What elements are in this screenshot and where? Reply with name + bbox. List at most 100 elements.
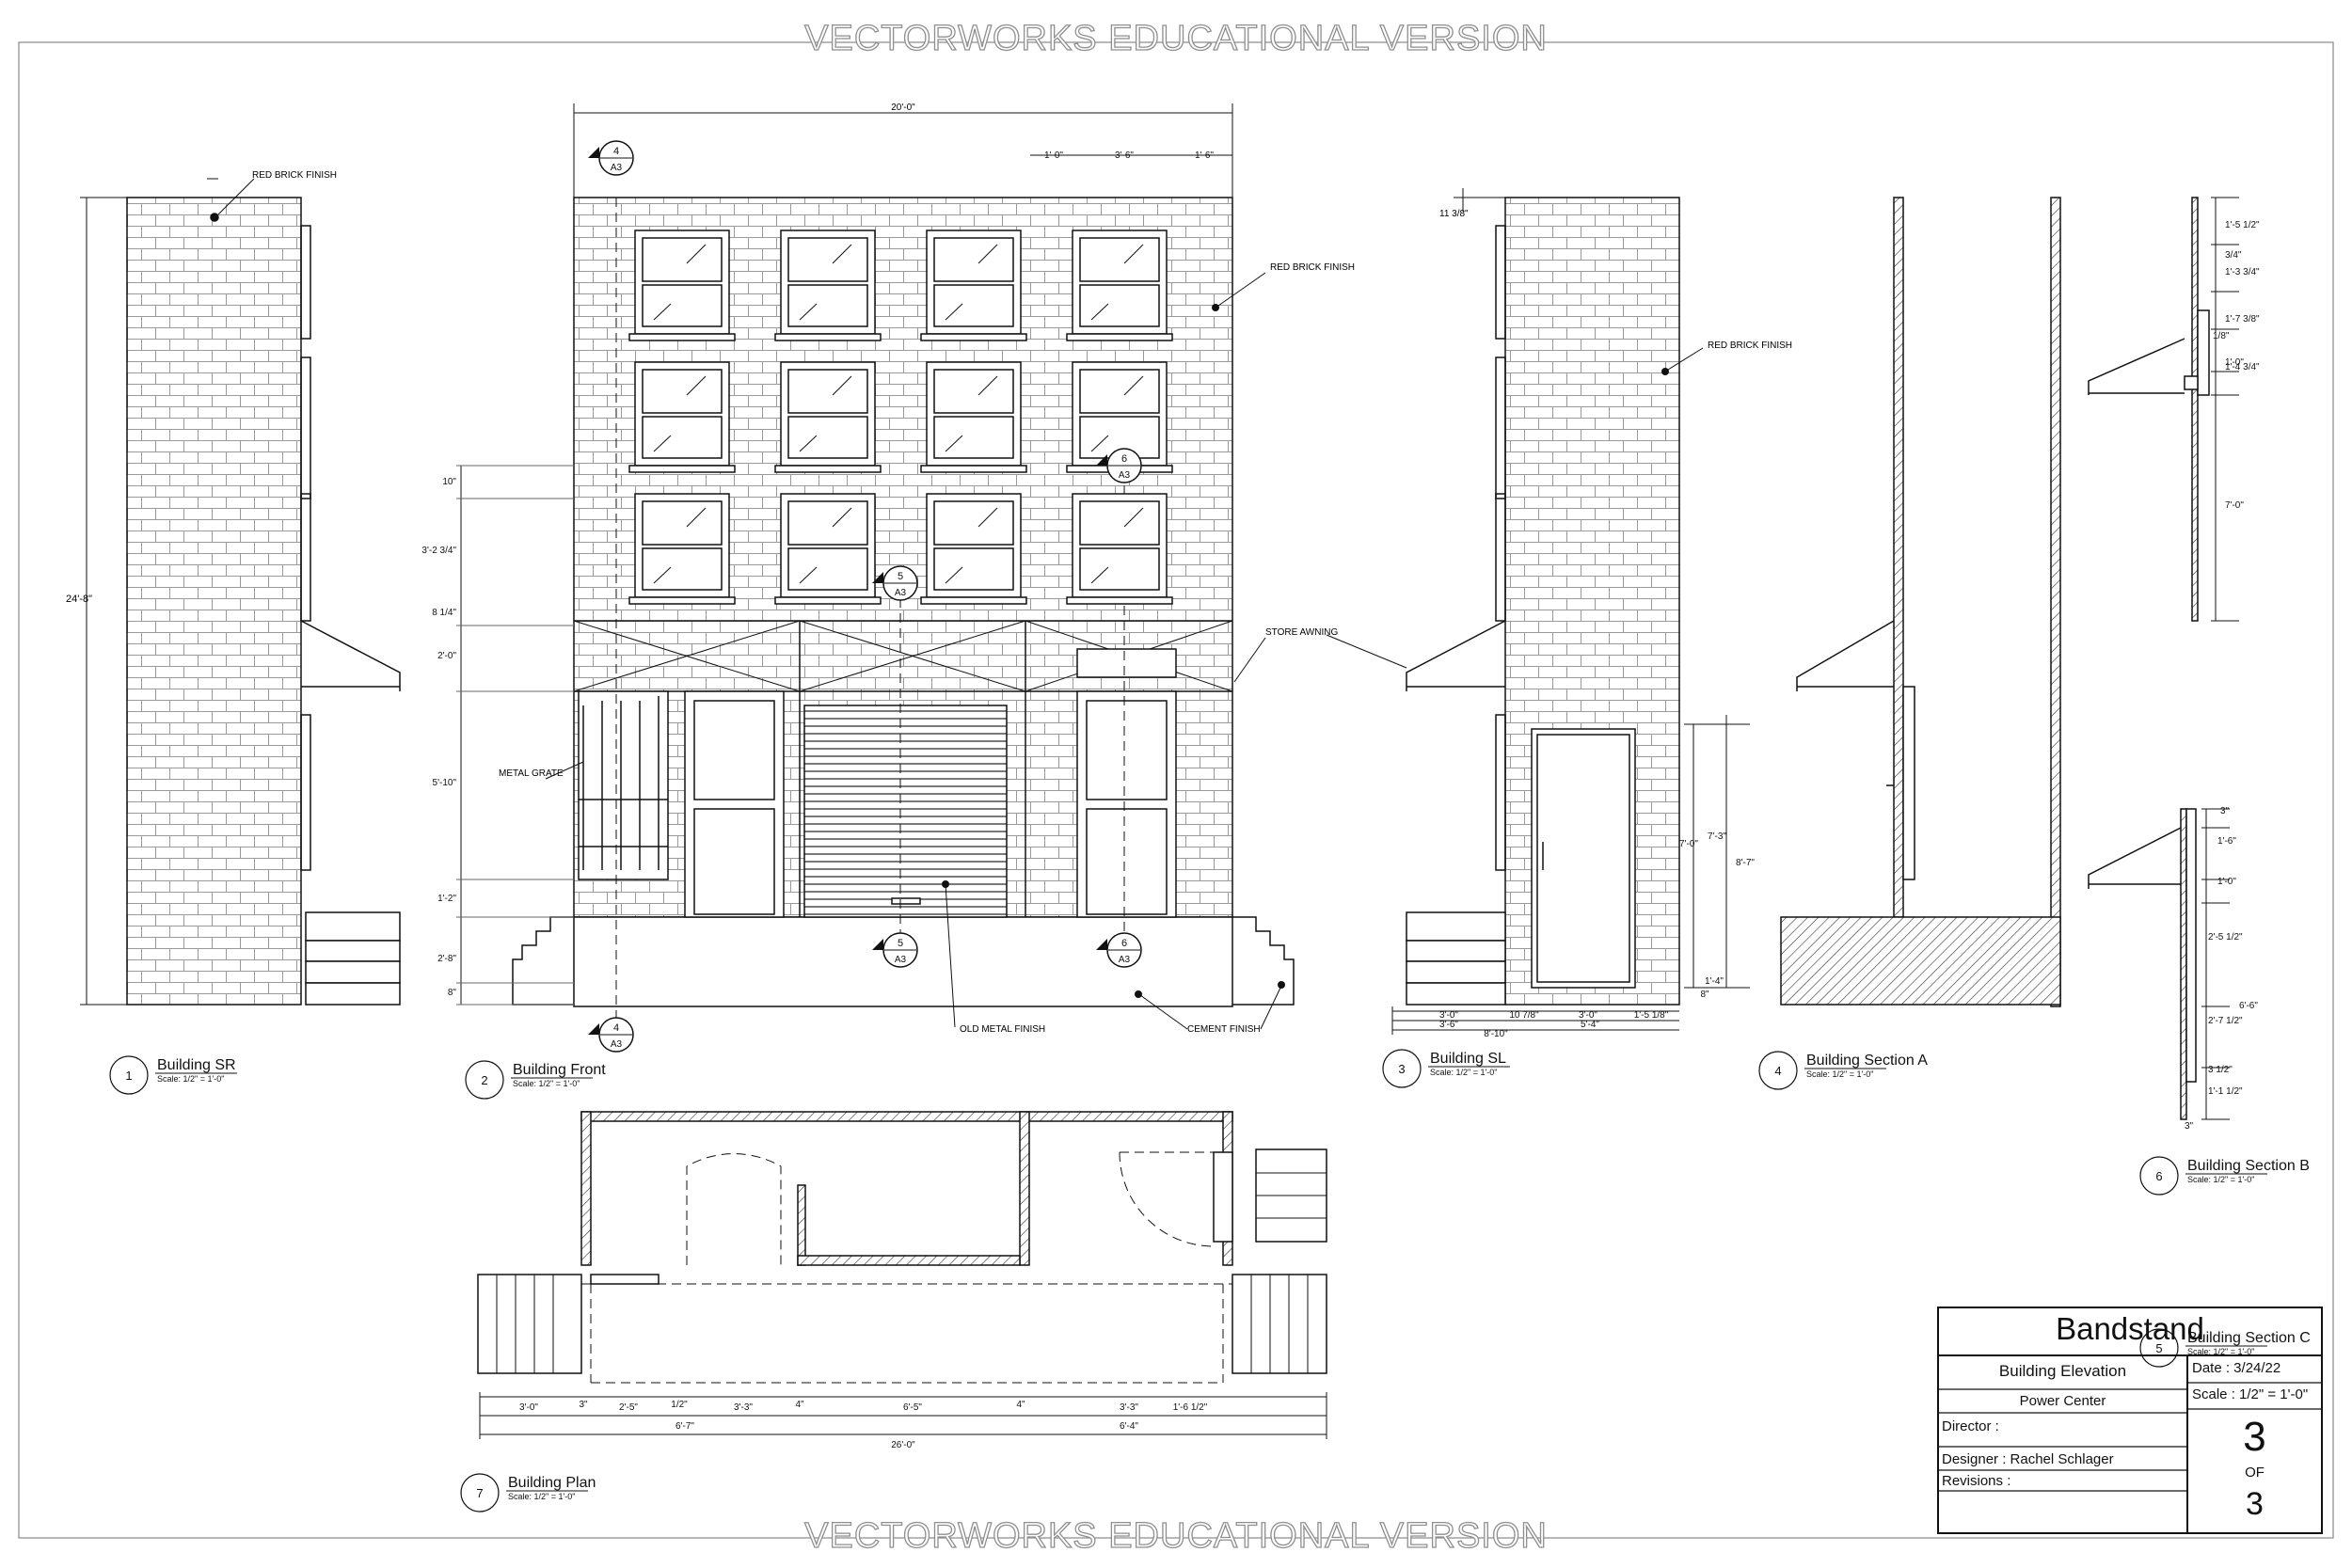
plan-dim: 2'-5": [619, 1402, 638, 1413]
section-b-dim: 1'-1 1/2": [2208, 1086, 2243, 1097]
section-b-dim: 6'-6": [2239, 1001, 2258, 1011]
view-scale: Scale: 1/2" = 1'-0": [2187, 1347, 2254, 1356]
building-section-a: [1780, 197, 2061, 1007]
view-name: Building Front: [513, 1062, 606, 1078]
plan-dim: 6'-7": [675, 1421, 694, 1432]
view-name: Building Section B: [2187, 1158, 2310, 1174]
view-name: Building SR: [157, 1057, 236, 1073]
front-left-dim: 2'-8": [437, 954, 456, 964]
section-marker: 5A3: [872, 565, 918, 601]
front-top-dims: 1'-0"3'-6"1'-6": [1044, 150, 1214, 161]
window: [628, 230, 736, 341]
building-sl-elevation: [1391, 188, 1750, 1035]
front-width-dim: 20'-0": [891, 103, 915, 113]
section-marker-number: 6: [1121, 938, 1127, 949]
window: [774, 493, 882, 605]
sl-right-dim: 8": [1700, 990, 1709, 1000]
view-scale: Scale: 1/2" = 1'-0": [513, 1079, 580, 1088]
plan-dim: 6'-5": [903, 1402, 922, 1413]
window: [920, 361, 1027, 473]
cement-finish-label: CEMENT FINISH: [1187, 1024, 1261, 1035]
front-top-dim: 3'-6": [1115, 150, 1134, 161]
section-marker: 4A3: [588, 140, 634, 176]
view-scale: Scale: 1/2" = 1'-0": [1806, 1069, 1873, 1079]
section-b-dims: 3"1'-6"1'-0"2'-5 1/2"6'-6"2'-7 1/2"3 1/2…: [2185, 806, 2258, 1132]
front-left-dim: 8 1/4": [432, 608, 456, 618]
view-name: Building Section C: [2187, 1330, 2311, 1346]
section-marker: 6A3: [1096, 932, 1142, 968]
view-number: 7: [476, 1486, 483, 1500]
view-number: 4: [1774, 1064, 1781, 1078]
section-marker-sheet: A3: [611, 1039, 623, 1050]
plan-dim: 3": [579, 1400, 588, 1410]
view-name: Building Plan: [508, 1475, 596, 1491]
window: [920, 230, 1027, 341]
watermark-bottom: VECTORWORKS EDUCATIONAL VERSION: [803, 1515, 1548, 1556]
building-sr-elevation: [80, 178, 401, 1006]
section-marker-number: 5: [898, 571, 903, 582]
view-name: Building SL: [1430, 1051, 1506, 1067]
front-top-dim: 1'-0": [1044, 150, 1063, 161]
plan-dim: 3'-0": [519, 1402, 538, 1413]
view-name: Building Section A: [1806, 1053, 1928, 1069]
sheet-title: Building Elevation: [1998, 1362, 2127, 1380]
window: [1066, 230, 1173, 341]
sl-bottom-dim: 3'-0": [1439, 1010, 1458, 1021]
section-b-dim: 3": [2185, 1121, 2194, 1132]
view-scale: Scale: 1/2" = 1'-0": [508, 1492, 575, 1501]
view-number: 6: [2155, 1169, 2162, 1183]
window: [628, 493, 736, 605]
plan-dim: 1'-6 1/2": [1173, 1402, 1208, 1413]
section-marker-sheet: A3: [895, 955, 907, 965]
window: [774, 361, 882, 473]
revisions-field: Revisions :: [1942, 1473, 2011, 1489]
project-title: Bandstand: [2056, 1311, 2204, 1346]
front-left-dim: 8": [448, 988, 457, 998]
section-marker-number: 5: [898, 938, 903, 949]
sl-right-dim: 8'-7": [1736, 858, 1755, 868]
section-marker-number: 6: [1121, 453, 1127, 465]
plan-dims: 3'-0"3"2'-5"1/2"3'-3"4"6'-5"4"3'-3"1'-6 …: [519, 1400, 1208, 1450]
section-c-dim: 1'-5 1/2": [2225, 220, 2260, 230]
sl-top-dim: 11 3/8": [1439, 209, 1469, 219]
scale-field: Scale : 1/2" = 1'-0": [2192, 1386, 2309, 1402]
section-c-dim: 7'-0": [2225, 500, 2244, 511]
section-marker-number: 4: [613, 146, 619, 157]
plan-dim: 6'-4": [1120, 1421, 1138, 1432]
plan-dim: 3'-3": [1120, 1402, 1138, 1413]
plan-dim: 4": [795, 1400, 804, 1410]
window: [920, 493, 1027, 605]
building-plan: [477, 1111, 1327, 1439]
sl-bottom-dim: 10 7/8": [1509, 1010, 1539, 1021]
sl-bottom-dim: 3'-0": [1579, 1010, 1597, 1021]
window: [628, 361, 736, 473]
section-marker-sheet: A3: [895, 588, 907, 598]
sheet-total: 3: [2246, 1486, 2264, 1522]
sr-height-dim: 24'-8": [66, 594, 92, 605]
window: [1066, 361, 1173, 473]
section-c-dim: 1'-4 3/4": [2225, 362, 2260, 372]
client-name: Power Center: [2019, 1393, 2106, 1409]
sl-dims: 7'-0"7'-3"8'-7"1'-4"8"3'-0"10 7/8"3'-0"1…: [1439, 832, 1755, 1039]
section-marker-number: 4: [613, 1022, 619, 1034]
sl-total-dim: 8'-10": [1484, 1029, 1508, 1039]
section-c-dim: 1'-0": [2225, 357, 2244, 368]
sr-brick-finish-label: RED BRICK FINISH: [252, 170, 337, 181]
plan-dim: 3'-3": [734, 1402, 753, 1413]
section-marker: 6A3: [1096, 448, 1142, 483]
section-b-dim: 3 1/2": [2208, 1065, 2233, 1075]
front-left-dim: 1'-2": [437, 894, 456, 904]
section-c-dim: 3/4": [2225, 250, 2242, 261]
front-left-dim: 5'-10": [433, 778, 457, 788]
view-number: 2: [481, 1073, 487, 1087]
front-windows: [628, 230, 1173, 605]
watermark-top: VECTORWORKS EDUCATIONAL VERSION: [803, 18, 1548, 58]
window: [774, 230, 882, 341]
